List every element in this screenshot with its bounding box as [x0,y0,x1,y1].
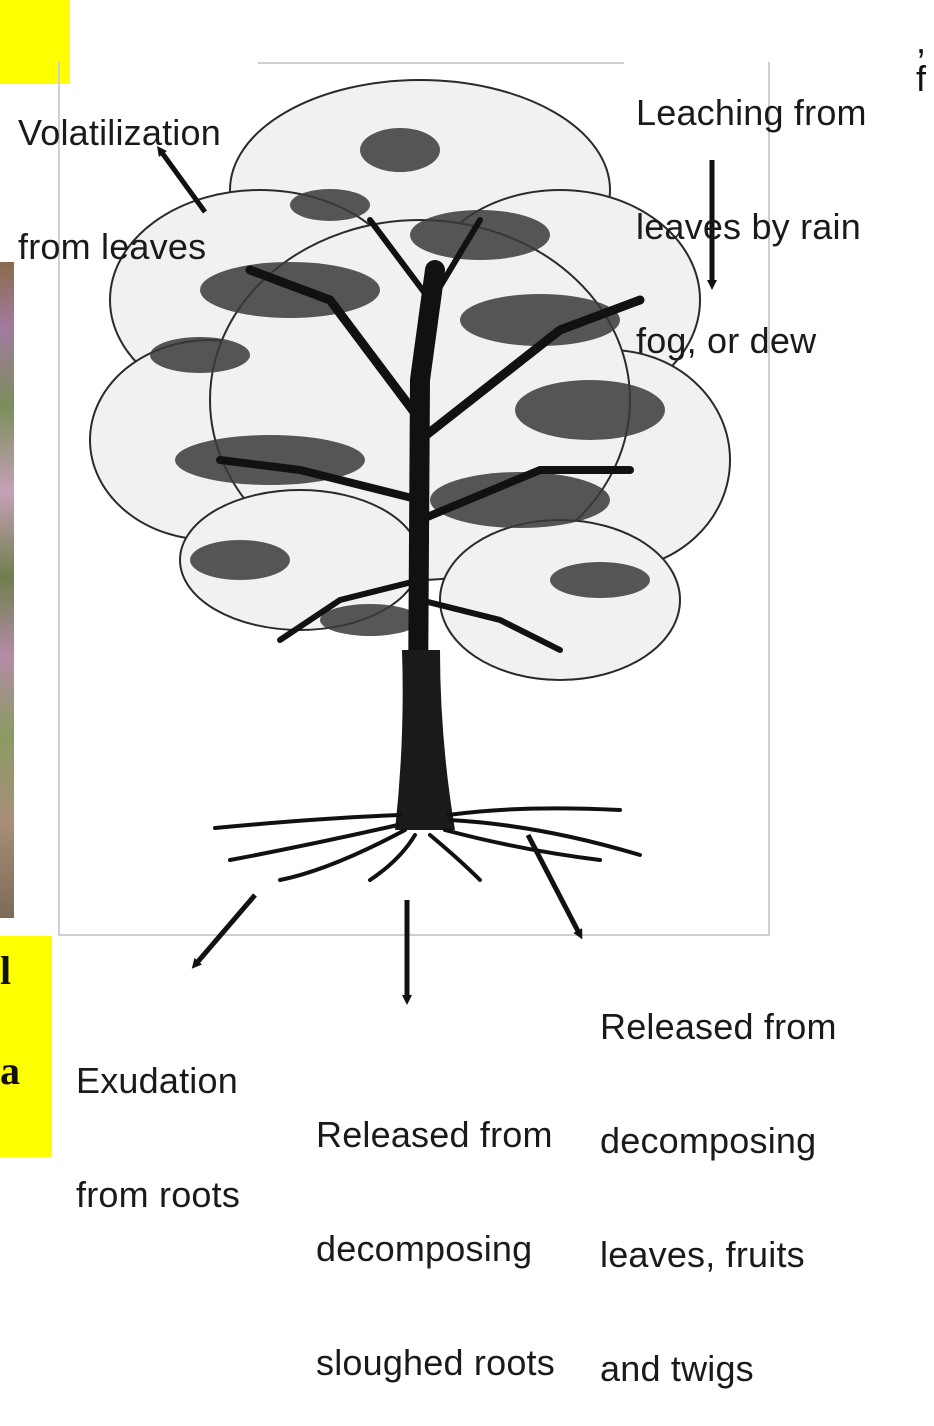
label-leaching: Leaching from leaves by rain fog, or dew [636,18,867,398]
label-volatilization: Volatilization from leaves [18,38,221,304]
label-sloughed-line3: sloughed roots [316,1344,555,1382]
label-exudation-line2: from roots [76,1176,240,1214]
label-leaching-line1: Leaching from [636,94,867,132]
label-leaching-line2: leaves by rain [636,208,867,246]
label-sloughed-roots: Released from decomposing sloughed roots [316,1040,555,1420]
label-litter-line2: decomposing [600,1122,837,1160]
label-leaching-line3: fog, or dew [636,322,867,360]
tree-trunk [395,650,455,830]
label-volatilization-line1: Volatilization [18,114,221,152]
label-exudation: Exudation from roots [76,986,240,1252]
label-litter-line4: and twigs [600,1350,837,1388]
arrow-exudation [195,895,255,965]
label-litter-line1: Released from [600,1008,837,1046]
label-litter: Released from decomposing leaves, fruits… [600,932,837,1426]
label-litter-line3: leaves, fruits [600,1236,837,1274]
arrow-litter [528,835,580,935]
label-volatilization-line2: from leaves [18,228,221,266]
label-exudation-line1: Exudation [76,1062,240,1100]
label-sloughed-line1: Released from [316,1116,555,1154]
label-sloughed-line2: decomposing [316,1230,555,1268]
